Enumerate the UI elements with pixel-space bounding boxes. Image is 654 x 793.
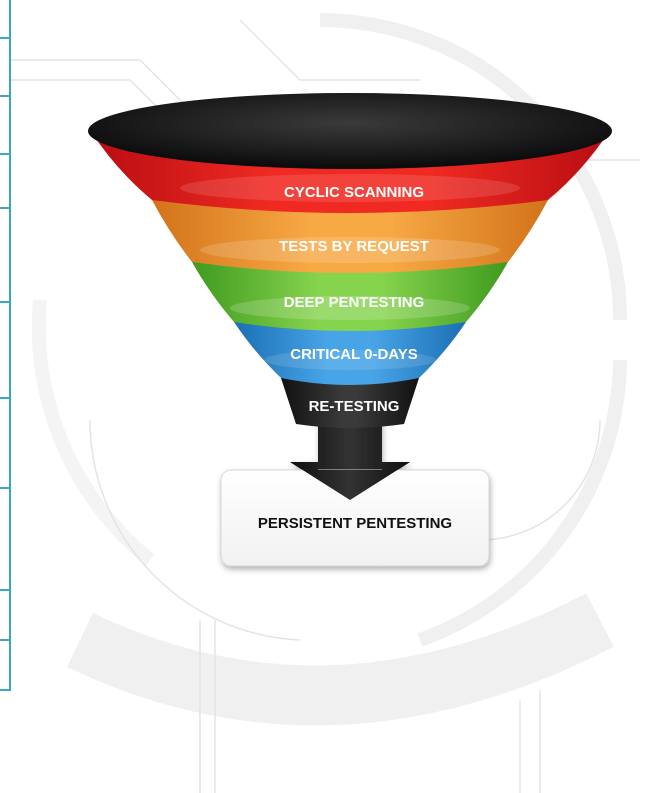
funnel-top-opening [88,93,612,169]
left-frame [0,0,11,691]
label-deep-pentesting: DEEP PENTESTING [284,294,425,311]
red-highlight [180,174,520,202]
label-cyclic-scanning: CYCLIC SCANNING [284,184,424,201]
green-highlight [230,296,470,320]
label-re-testing: RE-TESTING [309,398,400,415]
circuit-lines [10,19,640,793]
funnel [88,93,612,428]
funnel-band-re-testing [281,378,419,428]
orange-highlight [200,237,500,263]
blue-highlight [264,350,436,370]
label-critical-0-days: CRITICAL 0-DAYS [290,346,418,363]
arrow-head-overlap [290,462,410,500]
funnel-labels: CYCLIC SCANNING TESTS BY REQUEST DEEP PE… [279,184,429,415]
funnel-band-critical-0-days [234,322,466,385]
result-label: PERSISTENT PENTESTING [258,515,452,532]
label-tests-by-request: TESTS BY REQUEST [279,238,429,255]
funnel-band-deep-pentesting [192,262,508,331]
funnel-band-tests-by-request [152,200,548,273]
